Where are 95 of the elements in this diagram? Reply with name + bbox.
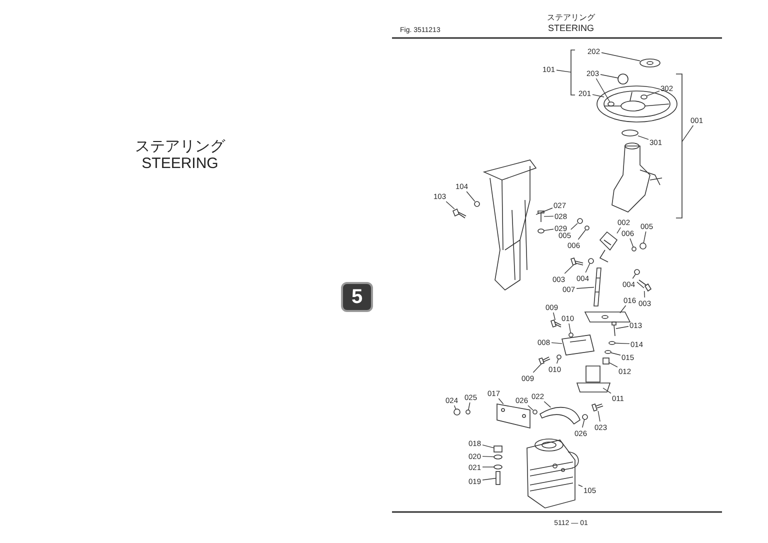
bolt-drawing — [538, 356, 550, 364]
page-heading: STEERING — [548, 23, 594, 33]
leader-line — [592, 94, 604, 98]
leader-line — [576, 286, 594, 289]
bracket-plate-drawing — [496, 404, 530, 428]
shaft-drawing — [594, 268, 602, 306]
leader-line — [556, 70, 572, 73]
leader-line — [556, 358, 559, 364]
washer-drawing — [588, 258, 594, 264]
leader-line — [638, 135, 649, 140]
leader-line — [544, 228, 554, 231]
leader-line — [620, 305, 626, 314]
leader-line — [644, 290, 646, 298]
washer-drawing — [604, 350, 612, 354]
valve-drawing — [562, 334, 594, 356]
page-heading: ステアリング — [547, 12, 595, 23]
steering-unit-drawing — [576, 366, 611, 392]
leader-line — [610, 352, 621, 356]
leader-line — [602, 388, 612, 394]
bolt-drawing — [612, 322, 616, 336]
washer-drawing — [632, 246, 636, 252]
universal-joint-drawing — [599, 231, 618, 262]
plate-drawing — [584, 312, 631, 322]
leader-line — [608, 362, 618, 368]
leader-line — [482, 456, 494, 458]
leader-line — [578, 484, 583, 488]
leader-line — [454, 405, 456, 410]
leader-line — [568, 323, 571, 334]
leader-line — [482, 478, 496, 480]
cap-drawing — [640, 58, 660, 68]
washer-drawing — [582, 414, 588, 420]
washer-drawing — [474, 201, 480, 207]
washer-drawing — [494, 454, 502, 460]
section-number-badge: 5 — [341, 282, 373, 312]
leader-line — [544, 216, 554, 217]
steering-pump-drawing — [526, 438, 579, 508]
leader-line — [582, 419, 585, 428]
bolt-drawing — [550, 320, 562, 328]
leader-line — [601, 52, 640, 62]
washer-drawing — [532, 410, 538, 414]
knob-drawing — [618, 74, 628, 84]
leader-line — [532, 364, 542, 373]
leader-line — [616, 227, 621, 234]
nut-drawing — [640, 242, 646, 250]
washer-drawing — [466, 410, 470, 414]
bolt-drawing — [636, 280, 652, 292]
washer-drawing — [584, 226, 590, 230]
nut-drawing — [494, 446, 502, 452]
leader-line — [466, 191, 476, 202]
leader-line — [551, 342, 562, 344]
bracket — [676, 74, 682, 218]
leader-line — [552, 312, 556, 320]
nut-drawing — [602, 358, 610, 364]
leader-line — [585, 263, 590, 273]
leader-line — [578, 230, 586, 240]
bolt-drawing — [570, 258, 584, 266]
leader-line — [564, 264, 574, 274]
section-heading: STEERING — [142, 155, 218, 172]
bolt-drawing — [496, 471, 500, 485]
washer-drawing — [622, 130, 638, 136]
leader-line — [646, 90, 660, 96]
leader-line — [570, 222, 578, 230]
leader-line — [482, 466, 494, 468]
leader-line — [482, 444, 494, 448]
bolt-drawing — [538, 210, 544, 222]
mounting-bracket-drawing — [484, 160, 537, 291]
leader-line — [643, 231, 646, 244]
leader-line — [632, 274, 636, 279]
bolt-drawing — [592, 404, 604, 412]
nut-drawing — [577, 218, 583, 224]
leader-line — [536, 208, 553, 215]
leader-line — [498, 398, 504, 404]
leader-line — [616, 326, 629, 329]
washer-drawing — [494, 464, 502, 470]
strap-drawing — [540, 406, 580, 424]
bolt-drawing — [452, 208, 466, 218]
leader-line — [544, 401, 552, 408]
leader-line — [446, 201, 455, 210]
nut-drawing — [454, 408, 460, 416]
washer-drawing — [608, 341, 616, 345]
washer-drawing — [634, 269, 640, 275]
washer-drawing — [556, 354, 562, 360]
bracket — [570, 50, 576, 96]
leader-line — [598, 410, 600, 422]
washer-drawing — [538, 228, 544, 234]
steering-wheel-drawing — [596, 86, 678, 122]
leader-line — [614, 342, 630, 344]
leader-line — [596, 78, 610, 102]
leader-line — [630, 238, 634, 248]
leader-line — [528, 405, 534, 410]
leader-line — [682, 125, 694, 142]
washer-drawing — [568, 332, 574, 338]
leader-line — [468, 402, 470, 410]
section-heading: ステアリング — [135, 137, 225, 156]
leader-line — [600, 74, 618, 78]
